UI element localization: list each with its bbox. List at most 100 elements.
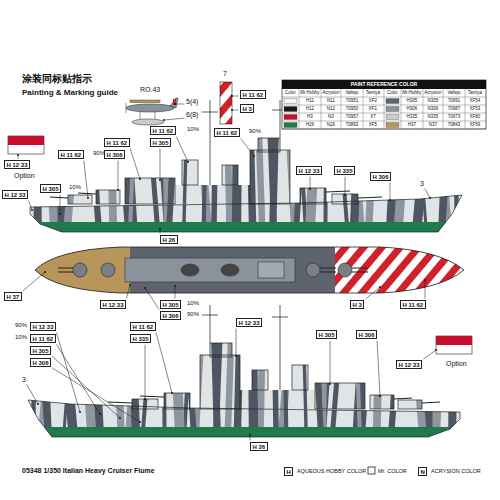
leader-line	[232, 110, 239, 111]
leader-dot	[159, 228, 161, 230]
seaplane-part	[126, 104, 174, 112]
leader-dot	[31, 209, 33, 211]
deck-plan-part-part	[338, 263, 352, 277]
leader-dot	[129, 284, 131, 286]
seaplane-part	[170, 98, 178, 108]
table-cell: XF1	[363, 105, 383, 113]
paint-callout: H 11 62	[58, 150, 84, 159]
table-title: PAINT REFERENCE COLOR	[282, 80, 486, 89]
paint-callout: H 11 62	[130, 322, 156, 331]
paint-callout: H 26	[160, 235, 178, 244]
table-cell: 70893	[341, 121, 363, 129]
percentage-label: 10%	[68, 184, 82, 190]
callout-number: 3	[22, 376, 26, 383]
deck-plan-part	[58, 268, 368, 272]
deck-plan-part-part	[320, 272, 336, 273]
leader-dot	[119, 417, 121, 419]
leader-line	[160, 149, 161, 180]
kit-caption: 05348 1/350 Italian Heavy Cruiser Fiume	[22, 467, 155, 474]
leader-line	[52, 356, 120, 418]
paint-callout: H 11 62	[214, 128, 240, 137]
leader-line	[423, 350, 436, 359]
callout-number: Option	[446, 360, 467, 367]
table-cell: N306	[423, 105, 443, 113]
legend-symbol	[368, 467, 375, 474]
leader-line	[84, 161, 88, 198]
table-grid	[341, 89, 342, 129]
table-cell: N3	[321, 113, 341, 121]
table-cell: XF59	[465, 121, 485, 129]
table-cell: 70951	[341, 97, 363, 105]
color-swatch	[284, 123, 297, 128]
table-cell: 70957	[341, 113, 363, 121]
table-cell: XF2	[363, 97, 383, 105]
seaplane-part-part	[155, 112, 156, 119]
leader-line	[126, 285, 130, 299]
paint-callout: H 26	[250, 442, 268, 451]
leader-line	[23, 272, 45, 291]
heading-text: 涂装同标贴指示	[22, 74, 92, 84]
table-cell: H3	[299, 113, 321, 121]
percentage-label: 90%	[248, 128, 262, 134]
leader-dot	[159, 179, 161, 181]
seaplane-part-part	[126, 103, 127, 113]
seaplane-part-part	[140, 112, 141, 119]
paint-callout: H 11 62	[150, 126, 176, 135]
table-cell: N12	[321, 105, 341, 113]
paint-callout: H 335	[130, 334, 151, 343]
leader-dot	[253, 155, 255, 157]
paint-callout: H 306	[30, 358, 51, 367]
table-cell: N335	[423, 113, 443, 121]
table-grid	[443, 89, 444, 129]
leader-dot	[37, 403, 39, 405]
leader-dot	[59, 213, 61, 215]
table-grid	[321, 89, 322, 129]
deck-plan-part-part	[73, 263, 87, 277]
percentage-label: 10%	[186, 126, 200, 132]
leader-dot	[389, 199, 391, 201]
seaplane-part	[173, 99, 176, 105]
leader-line	[130, 149, 140, 179]
leader-line	[160, 229, 161, 234]
table-cell: Vallejo	[341, 89, 363, 97]
paint-callout: H 12 33	[236, 318, 262, 327]
paint-callout: H 305	[40, 184, 61, 193]
table-cell: Color	[384, 89, 401, 97]
deck-plan-part-part	[352, 268, 368, 269]
legend-text: AQUEOUS HOBBY COLOR	[297, 468, 366, 474]
table-cell: Color	[282, 89, 299, 97]
deck-plan-part-part	[320, 268, 336, 269]
seaplane-part	[126, 103, 155, 119]
leader-dot	[87, 197, 89, 199]
leader-line	[60, 195, 61, 214]
leader-line	[27, 384, 38, 404]
callout-number: 5(4)	[186, 98, 198, 105]
leader-dot	[117, 189, 119, 191]
paint-callout: H 306	[370, 172, 391, 181]
table-grid	[282, 129, 486, 130]
leader-dot	[44, 271, 46, 273]
leader-line	[145, 288, 159, 310]
leader-line	[390, 183, 391, 200]
deck-plan-part-part	[58, 272, 73, 273]
table-grid	[465, 89, 466, 129]
leader-dot	[379, 286, 381, 288]
paint-callout: H 11 62	[104, 138, 130, 147]
deck-plan-part-part	[101, 263, 115, 277]
paint-callout: H 305	[30, 346, 51, 355]
color-symbol: H	[284, 467, 293, 476]
leader-line	[365, 287, 380, 299]
paint-callout: H 335	[334, 166, 355, 175]
leader-line	[176, 137, 188, 162]
leader-line	[56, 333, 80, 412]
callout-number: 6(8)	[186, 111, 198, 118]
leader-line	[175, 104, 185, 105]
leader-dot	[329, 383, 331, 385]
deck-plan-part-part	[306, 263, 320, 277]
table-cell: H26	[299, 121, 321, 129]
table-cell: N11	[321, 97, 341, 105]
callout-number: RO.43	[140, 86, 160, 93]
percentage-label: 10%	[186, 300, 200, 306]
paint-callout: H 305	[160, 300, 181, 309]
table-cell: H335	[401, 113, 423, 121]
